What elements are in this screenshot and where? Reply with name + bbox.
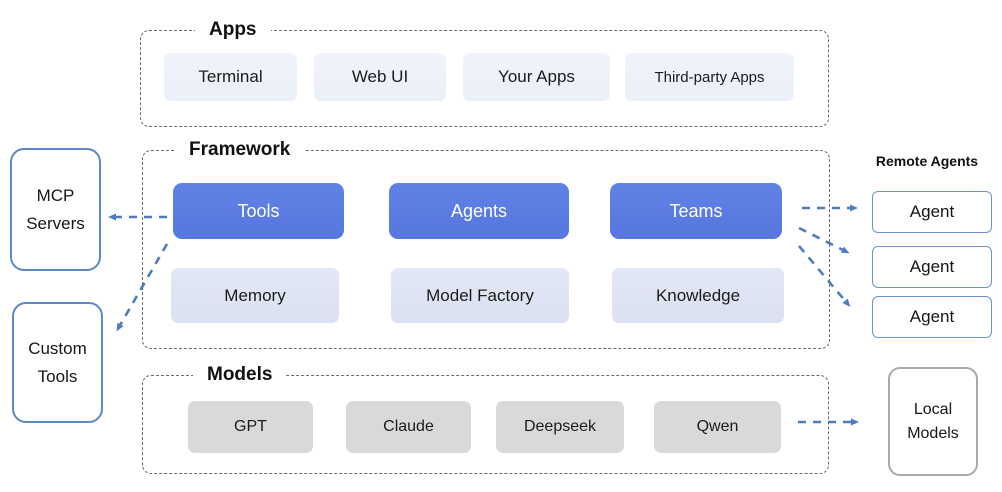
node-model-factory: Model Factory xyxy=(391,268,569,323)
node-qwen: Qwen xyxy=(654,401,781,453)
node-web-ui: Web UI xyxy=(314,53,446,101)
remote-agents-label: Remote Agents xyxy=(875,153,979,169)
node-mcp-servers: MCP Servers xyxy=(10,148,101,271)
node-terminal: Terminal xyxy=(164,53,297,101)
framework-section-label: Framework xyxy=(175,137,305,163)
node-remote-agent-2: Agent xyxy=(872,246,992,288)
node-remote-agent-3: Agent xyxy=(872,296,992,338)
apps-section-label: Apps xyxy=(195,17,271,43)
models-section-label: Models xyxy=(193,362,287,388)
node-claude: Claude xyxy=(346,401,471,453)
node-remote-agent-1: Agent xyxy=(872,191,992,233)
framework-section: Framework Tools Agents Teams Memory Mode… xyxy=(142,137,830,349)
mcp-servers-label: MCP Servers xyxy=(26,186,85,233)
node-your-apps: Your Apps xyxy=(463,53,610,101)
node-custom-tools: Custom Tools xyxy=(12,302,103,423)
node-agents: Agents xyxy=(389,183,569,239)
node-deepseek: Deepseek xyxy=(496,401,624,453)
node-teams: Teams xyxy=(610,183,782,239)
local-models-label: Local Models xyxy=(907,400,959,442)
node-knowledge: Knowledge xyxy=(612,268,784,323)
node-local-models: Local Models xyxy=(888,367,978,476)
node-memory: Memory xyxy=(171,268,339,323)
custom-tools-label: Custom Tools xyxy=(28,339,87,386)
node-third-party-apps: Third-party Apps xyxy=(625,53,794,101)
apps-section: Apps Terminal Web UI Your Apps Third-par… xyxy=(140,17,829,127)
models-section: Models GPT Claude Deepseek Qwen xyxy=(142,362,829,474)
node-tools: Tools xyxy=(173,183,344,239)
node-gpt: GPT xyxy=(188,401,313,453)
